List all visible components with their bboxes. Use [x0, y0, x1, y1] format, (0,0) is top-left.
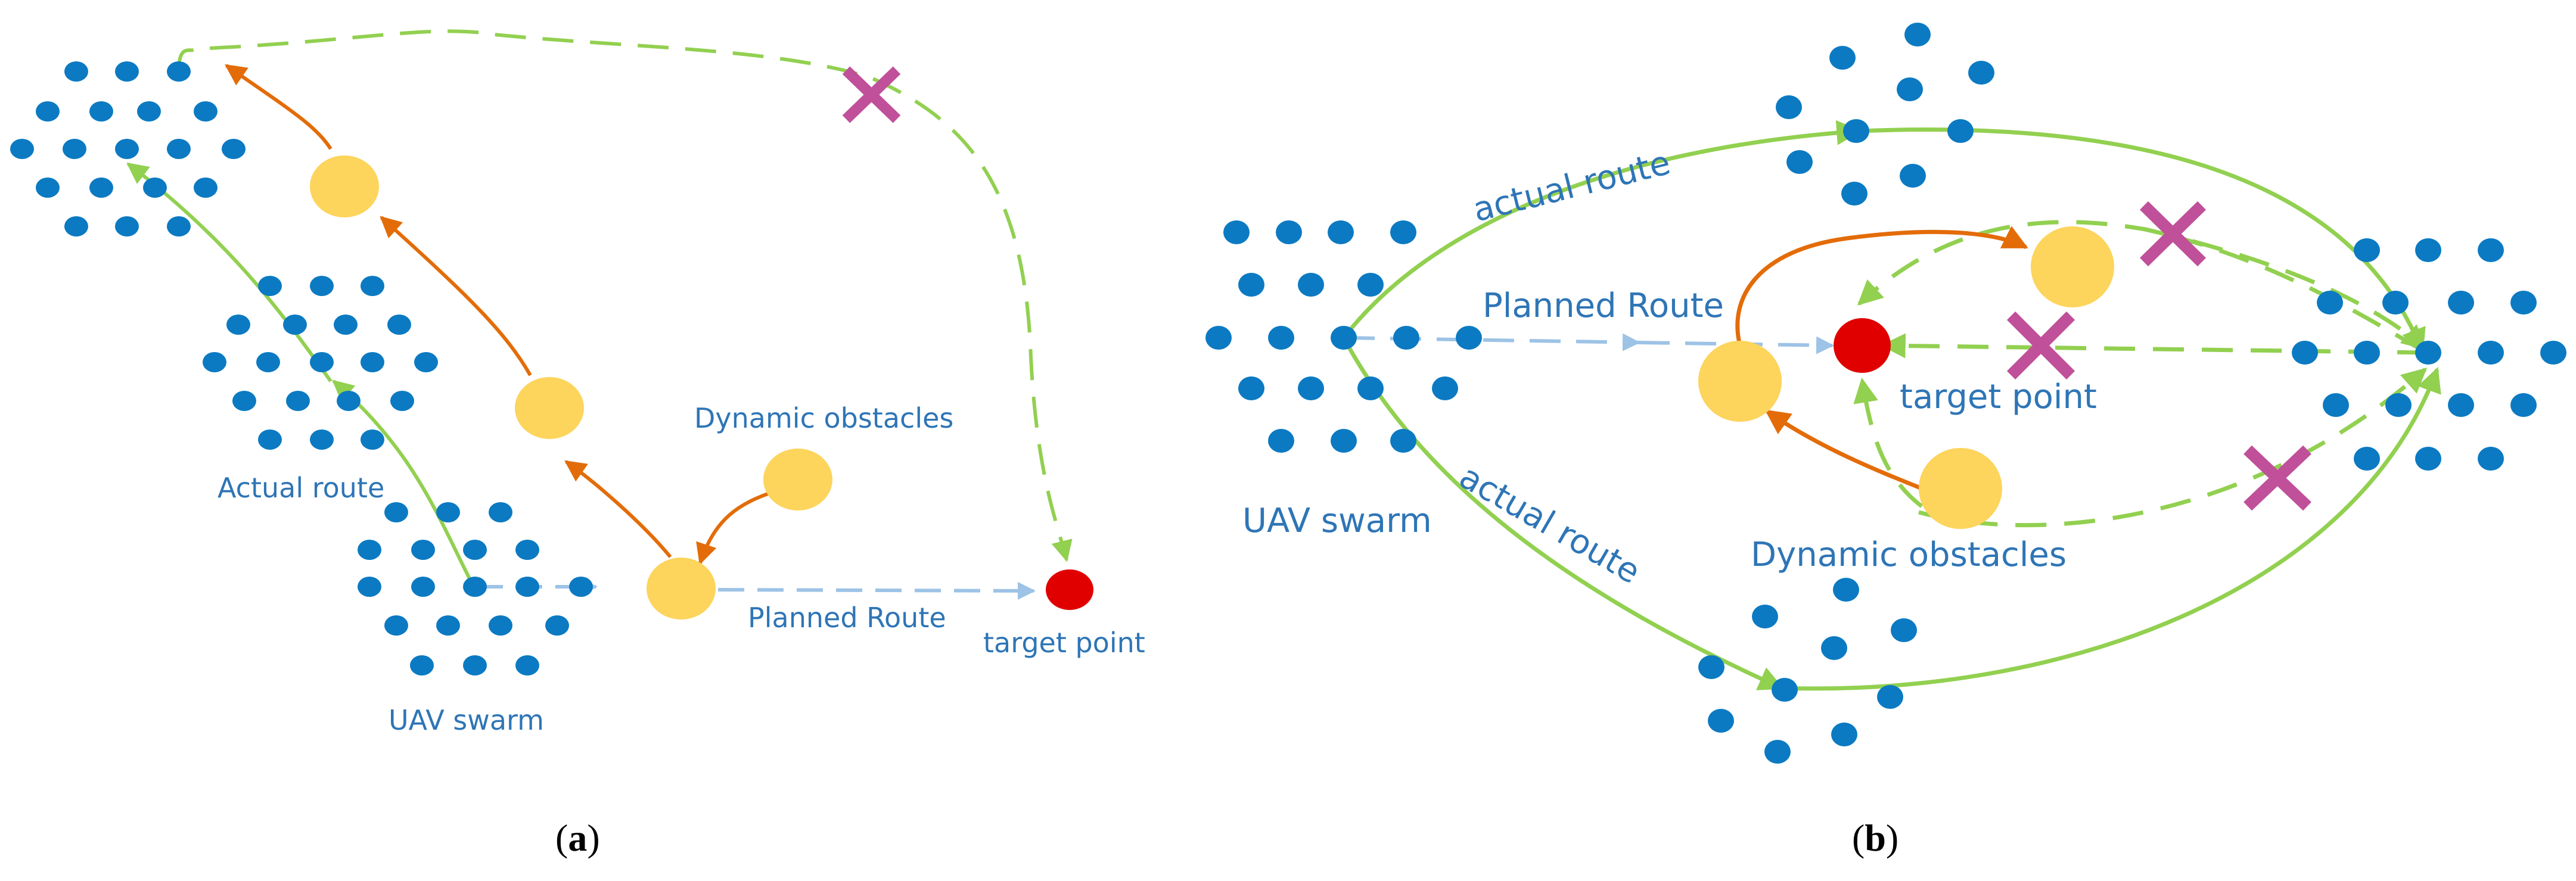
label-target-point-b: target point — [1900, 378, 2097, 416]
label-dynamic-obstacles-b: Dynamic obstacles — [1751, 536, 2067, 574]
caption-b: (b) — [1852, 817, 1898, 859]
label-uav-swarm-b: UAV swarm — [1242, 502, 1432, 540]
label-dynamic-obstacles-a: Dynamic obstacles — [694, 402, 953, 434]
label-planned-route-a: Planned Route — [748, 602, 946, 634]
label-uav-swarm-a: UAV swarm — [389, 704, 544, 736]
label-actual-route-b-bottom: actual route — [1453, 457, 1646, 592]
obstacle — [763, 449, 832, 510]
obstacle — [515, 377, 584, 439]
target-point-marker-b — [1834, 318, 1891, 373]
panel-a: Dynamic obstacles Actual route Planned R… — [10, 29, 1145, 859]
actual-route-b — [1341, 120, 2441, 691]
blocked-cross-a — [842, 66, 901, 123]
obstacle — [2031, 226, 2114, 307]
label-actual-route-a: Actual route — [217, 472, 384, 504]
obstacle — [310, 155, 379, 217]
uav-swarm-a-bottom — [358, 502, 593, 675]
obstacle — [1919, 448, 2002, 529]
avoidance-path-a — [225, 64, 775, 565]
uav-swarm-b-left — [1205, 220, 1482, 453]
obstacle — [1698, 341, 1782, 422]
uav-swarm-a-top — [10, 61, 246, 236]
label-planned-route-b: Planned Route — [1483, 287, 1724, 325]
avoidance-path-b — [1735, 226, 2028, 491]
blocked-cross-b — [2006, 201, 2311, 511]
alternate-route-b — [1853, 220, 2429, 528]
actual-route-a — [126, 29, 1073, 588]
uav-swarm-b-right — [2292, 238, 2566, 471]
panel-b: actual route Planned Route target point … — [1205, 23, 2566, 859]
target-point-marker-a — [1046, 569, 1093, 610]
dynamic-obstacles-b — [1698, 226, 2114, 529]
caption-a: (a) — [555, 817, 600, 859]
obstacle — [647, 558, 716, 619]
uav-swarm-b-top — [1776, 23, 1994, 206]
label-actual-route-b-top: actual route — [1469, 144, 1674, 230]
uav-swarm-a-middle — [203, 276, 438, 450]
uav-swarm-b-bottom — [1698, 578, 1917, 764]
label-target-point-a: target point — [983, 627, 1145, 659]
dynamic-obstacles-a — [310, 155, 832, 619]
planned-route-a — [477, 578, 1036, 600]
